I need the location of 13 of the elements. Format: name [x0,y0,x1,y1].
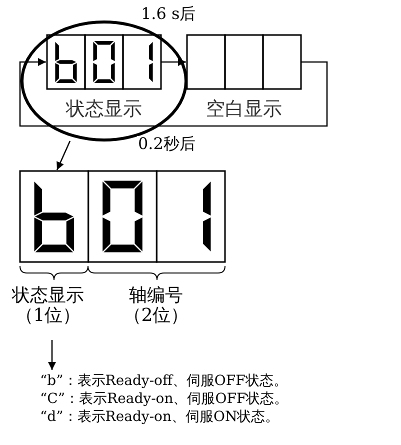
note-text: “d”：表示Ready-on、伺服ON状态。 [40,408,280,426]
edge-label: 1.6 s后 [140,6,197,22]
arrow [48,340,56,370]
display-label: 空白显示 [206,100,282,119]
display-label: 状态显示 [66,100,142,119]
arrow [19,58,328,127]
edge-label: 0.2秒后 [137,136,196,152]
digit-label: 状态显示（1位） [10,286,86,326]
arrow [56,140,71,170]
note-text: “C”：表示Ready-on、伺服OFF状态。 [40,390,288,408]
digit-label: 轴编号（2位） [122,286,190,326]
note-text: “b”：表示Ready-off、伺服OFF状态。 [40,372,288,390]
arrow [161,58,186,66]
